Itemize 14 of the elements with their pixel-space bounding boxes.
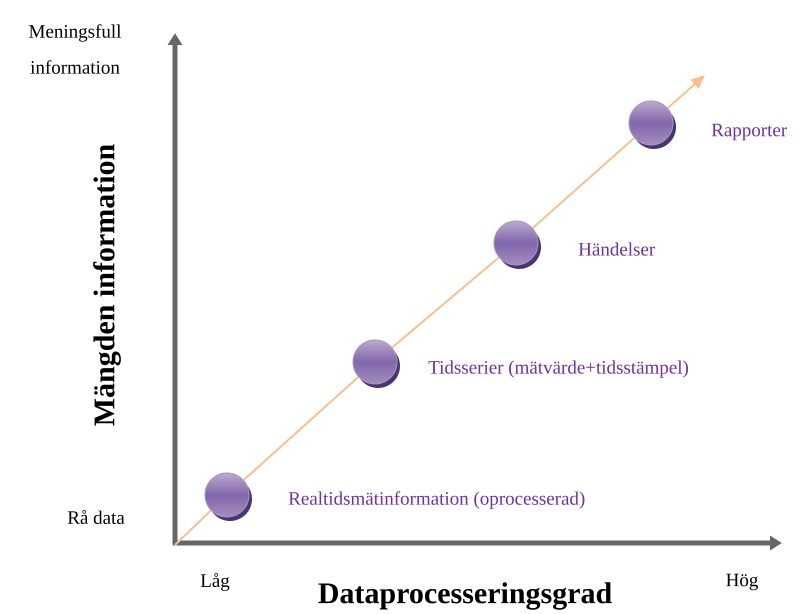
sphere (494, 220, 541, 269)
sphere (204, 472, 252, 521)
axis-label: Dataprocesseringsgrad (318, 582, 612, 610)
axis-label: Hög (726, 574, 758, 590)
axis-label: Rå data (68, 510, 124, 524)
sphere (352, 340, 400, 388)
point-label: Tidsserier (mätvärde+tidsstämpel) (428, 360, 688, 378)
point-label: Händelser (578, 242, 656, 256)
axis-label: Meningsfull information (29, 24, 122, 74)
point-label: Rapporter (712, 124, 788, 140)
axis-label: Låg (200, 573, 230, 591)
point-label: Realtidsmätinformation (oprocesserad) (288, 491, 584, 509)
axis-label: Mängden information (93, 144, 121, 426)
sphere (628, 100, 676, 149)
